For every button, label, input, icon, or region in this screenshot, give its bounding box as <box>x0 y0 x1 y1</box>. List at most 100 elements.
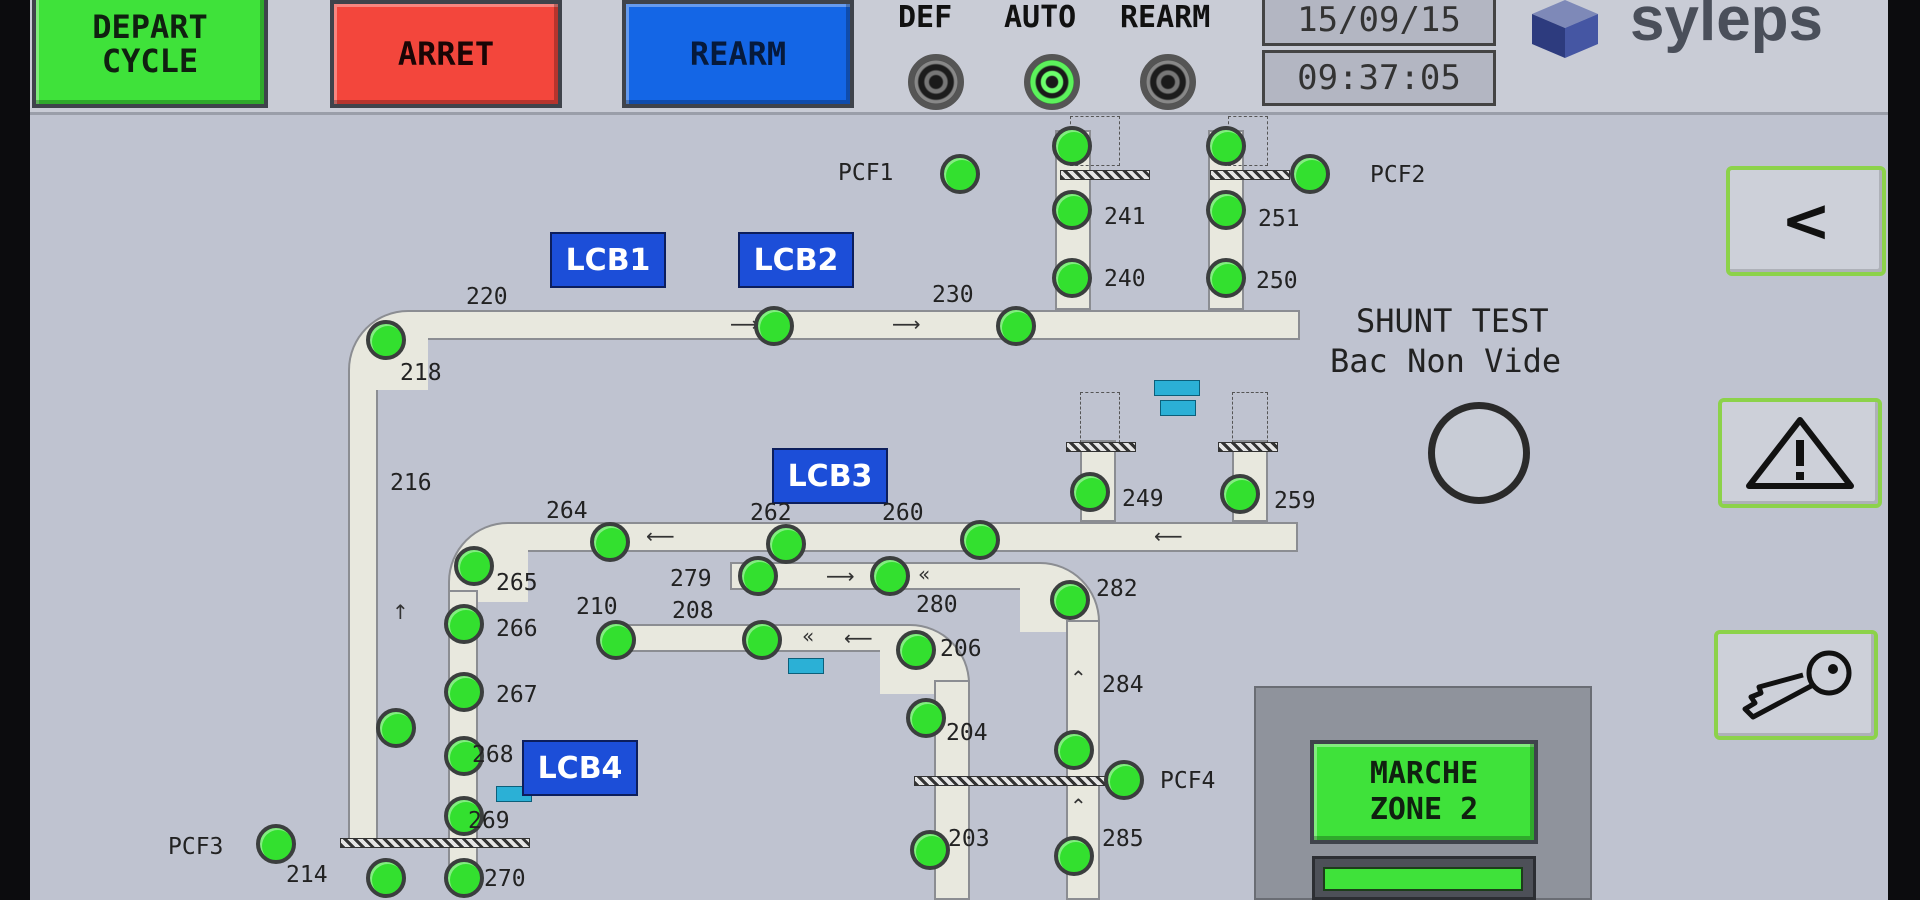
hmi-screen: DEPART CYCLE ARRET REARM DEF AUTO REARM … <box>30 0 1888 900</box>
rail-hatch <box>1218 442 1278 452</box>
rail-hatch <box>1066 442 1136 452</box>
zone-status-bar <box>1312 856 1536 900</box>
rail-hatch <box>1060 170 1150 180</box>
rearm-button[interactable]: REARM <box>622 0 854 108</box>
rail-hatch <box>340 838 530 848</box>
label-240: 240 <box>1104 266 1146 292</box>
flow-arrow-icon: ↑ <box>392 600 409 624</box>
sensor-268[interactable] <box>444 736 484 776</box>
conveyor-220-230 <box>420 310 1300 340</box>
label-249: 249 <box>1122 486 1164 512</box>
flow-arrow-icon: ⟶ <box>730 312 759 336</box>
sensor-259[interactable] <box>1220 474 1260 514</box>
label-218: 218 <box>400 360 442 386</box>
sensor-265[interactable] <box>454 546 494 586</box>
arret-button[interactable]: ARRET <box>330 0 562 108</box>
syleps-logo-icon <box>1532 0 1598 58</box>
label-262: 262 <box>750 500 792 526</box>
label-pcf1: PCF1 <box>838 160 894 186</box>
sensor-210[interactable] <box>596 620 636 660</box>
lcb2-label: LCB2 <box>738 232 854 288</box>
sensor-266[interactable] <box>444 604 484 644</box>
lamp-label-rearm: REARM <box>1120 0 1211 35</box>
label-280: 280 <box>916 592 958 618</box>
sensor-203[interactable] <box>910 830 950 870</box>
label-279: 279 <box>670 566 712 592</box>
sensor-tag <box>788 658 824 674</box>
label-267: 267 <box>496 682 538 708</box>
sensor-250[interactable] <box>1206 258 1246 298</box>
conveyor-260-264 <box>508 522 1298 552</box>
key-button[interactable] <box>1714 630 1878 740</box>
sensor-pcf3[interactable] <box>256 824 296 864</box>
sensor-204[interactable] <box>906 698 946 738</box>
chevron-arrows-icon: ⌃ <box>1070 666 1087 690</box>
sensor-pcf2[interactable] <box>1290 154 1330 194</box>
sensor-pcf4[interactable] <box>1104 760 1144 800</box>
sensor-262[interactable] <box>766 524 806 564</box>
alarm-button[interactable] <box>1718 398 1882 508</box>
depart-cycle-button[interactable]: DEPART CYCLE <box>32 0 268 108</box>
marche-zone-2-button[interactable]: MARCHE ZONE 2 <box>1310 740 1538 844</box>
label-208: 208 <box>672 598 714 624</box>
warning-icon <box>1746 417 1854 489</box>
sensor-240-top[interactable] <box>1052 126 1092 166</box>
label-259: 259 <box>1274 488 1316 514</box>
chevron-arrows-icon: « <box>802 624 815 648</box>
sensor-lcb2[interactable] <box>754 306 794 346</box>
flow-arrow-icon: ⟵ <box>1154 524 1183 548</box>
rail-hatch <box>1210 170 1290 180</box>
chevron-arrows-icon: ⌃ <box>1070 794 1087 818</box>
sensor-280[interactable] <box>870 556 910 596</box>
date-display: 15/09/15 <box>1262 0 1496 46</box>
sensor-240[interactable] <box>1052 258 1092 298</box>
sensor-285[interactable] <box>1054 836 1094 876</box>
sensor-218[interactable] <box>366 320 406 360</box>
sensor-251[interactable] <box>1206 190 1246 230</box>
sensor-269[interactable] <box>444 796 484 836</box>
flow-arrow-icon: ⟶ <box>892 312 921 336</box>
sensor-282[interactable] <box>1050 580 1090 620</box>
flow-arrow-icon: ⟶ <box>826 564 855 588</box>
label-206: 206 <box>940 636 982 662</box>
sensor-260[interactable] <box>960 520 1000 560</box>
flow-arrow-icon: ⟵ <box>844 626 873 650</box>
sensor-214[interactable] <box>366 858 406 898</box>
shunt-test-toggle[interactable] <box>1428 402 1530 504</box>
sensor-241[interactable] <box>1052 190 1092 230</box>
rearm-indicator-lamp <box>1140 54 1196 110</box>
sensor-206[interactable] <box>896 630 936 670</box>
auto-indicator-lamp <box>1024 54 1080 110</box>
label-pcf2: PCF2 <box>1370 162 1426 188</box>
time-display: 09:37:05 <box>1262 50 1496 106</box>
label-250: 250 <box>1256 268 1298 294</box>
station-frame <box>1080 392 1120 448</box>
label-269: 269 <box>468 808 510 834</box>
label-266: 266 <box>496 616 538 642</box>
label-210: 210 <box>576 594 618 620</box>
label-268: 268 <box>472 742 514 768</box>
label-260: 260 <box>882 500 924 526</box>
sensor-tag <box>1160 400 1196 416</box>
label-203: 203 <box>948 826 990 852</box>
sensor-216[interactable] <box>376 708 416 748</box>
sensor-pcf1[interactable] <box>940 154 980 194</box>
back-button[interactable]: < <box>1726 166 1886 276</box>
shunt-test-title: SHUNT TEST <box>1356 302 1549 340</box>
key-icon <box>1742 650 1852 720</box>
label-251: 251 <box>1258 206 1300 232</box>
label-264: 264 <box>546 498 588 524</box>
sensor-264[interactable] <box>590 522 630 562</box>
sensor-267[interactable] <box>444 672 484 712</box>
label-214: 214 <box>286 862 328 888</box>
sensor-279[interactable] <box>738 556 778 596</box>
sensor-230[interactable] <box>996 306 1036 346</box>
label-230: 230 <box>932 282 974 308</box>
sensor-284[interactable] <box>1054 730 1094 770</box>
sensor-208[interactable] <box>742 620 782 660</box>
sensor-270[interactable] <box>444 858 484 898</box>
label-220: 220 <box>466 284 508 310</box>
sensor-250-top[interactable] <box>1206 126 1246 166</box>
sensor-249[interactable] <box>1070 472 1110 512</box>
lamp-label-auto: AUTO <box>1004 0 1077 35</box>
